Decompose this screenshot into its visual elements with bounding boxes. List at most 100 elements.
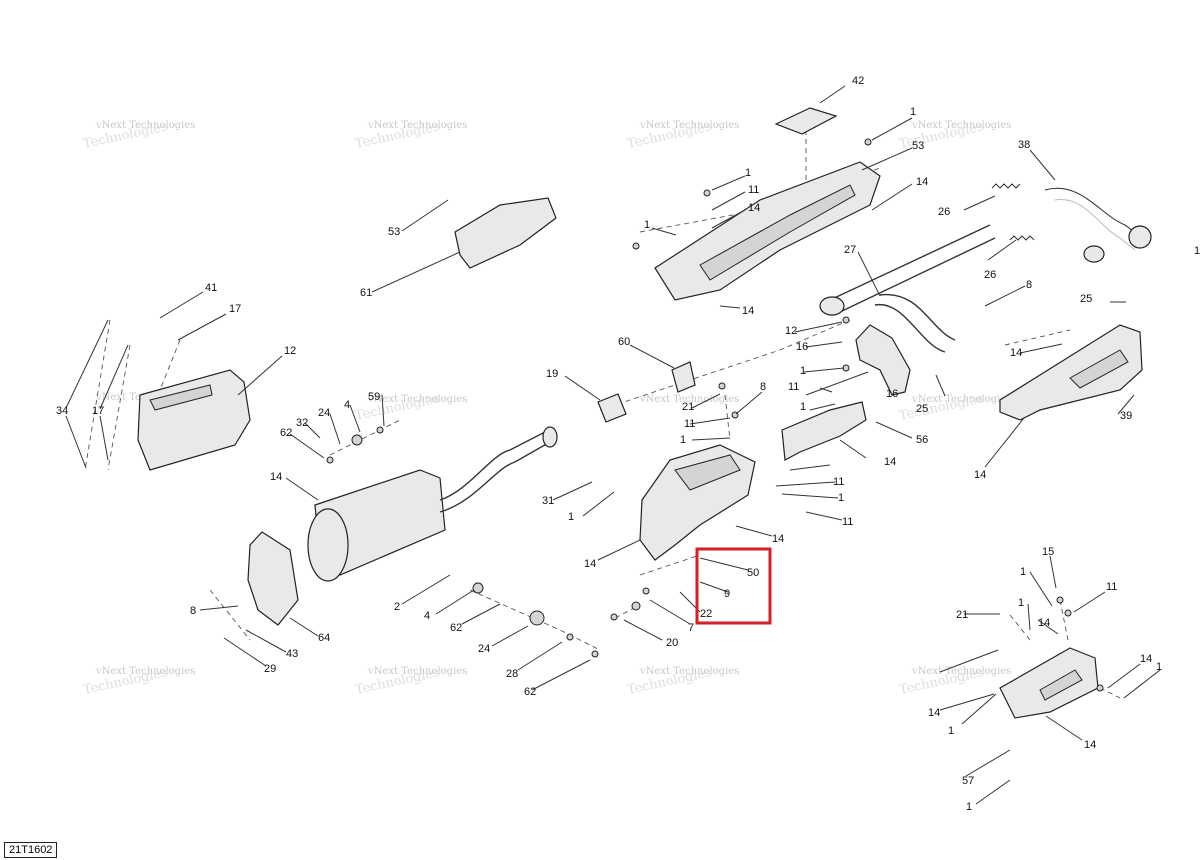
callout-14[interactable]: 56 xyxy=(916,434,928,446)
callout-11[interactable]: 21 xyxy=(682,401,694,413)
callout-14[interactable]: 14 xyxy=(1038,617,1050,629)
callout-1[interactable]: 14 xyxy=(1140,653,1152,665)
callout-1[interactable]: 11 xyxy=(684,418,695,430)
callout-11[interactable]: 1 xyxy=(1020,566,1026,578)
callout-1[interactable]: 14 xyxy=(1010,347,1022,359)
part-38-flange xyxy=(1128,225,1152,249)
callout-16[interactable]: 12 xyxy=(785,325,797,337)
part-50-heat-shield[interactable] xyxy=(639,444,756,561)
callout-64[interactable]: 8 xyxy=(190,605,196,617)
callout-26[interactable]: 26 xyxy=(938,206,950,218)
callout-14[interactable]: 1 xyxy=(948,725,954,737)
callout-14[interactable]: 14 xyxy=(742,305,754,317)
callout-50[interactable]: 14 xyxy=(584,558,596,570)
part-34-heat-shield[interactable] xyxy=(137,369,251,471)
callout-16[interactable]: 1 xyxy=(800,365,806,377)
part-53-mid-pipe[interactable] xyxy=(829,224,996,313)
callout-11[interactable]: 11 xyxy=(748,184,759,196)
assembly-axes xyxy=(84,130,1121,699)
callout-17[interactable]: 41 xyxy=(205,282,217,294)
callout-14[interactable]: 11 xyxy=(842,516,853,528)
part-43-end-cap[interactable] xyxy=(247,531,299,626)
callout-62[interactable]: 4 xyxy=(424,610,430,622)
part-57-heat-shield[interactable] xyxy=(999,647,1099,719)
part-26-spring[interactable] xyxy=(1009,235,1035,241)
callout-42[interactable]: 42 xyxy=(852,75,864,87)
callout-28[interactable]: 24 xyxy=(478,643,490,655)
callout-62[interactable]: 32 xyxy=(296,417,308,429)
callout-12[interactable]: 17 xyxy=(229,303,241,315)
part-19-clamp[interactable] xyxy=(671,361,696,393)
callout-1[interactable]: 31 xyxy=(542,495,554,507)
part-42-plate[interactable] xyxy=(774,107,838,135)
callout-1[interactable]: 21 xyxy=(956,609,968,621)
callout-1[interactable]: 11 xyxy=(833,476,844,488)
part-59-sleeve[interactable] xyxy=(597,393,627,423)
part-60-heat-shield[interactable] xyxy=(999,324,1143,421)
callout-59[interactable]: 19 xyxy=(546,368,558,380)
callout-14[interactable]: 14 xyxy=(916,176,928,188)
callout-41[interactable]: 61 xyxy=(360,287,372,299)
callout-14[interactable]: 25 xyxy=(1080,293,1092,305)
callout-14[interactable]: 1 xyxy=(1018,597,1024,609)
callout-11[interactable]: 1 xyxy=(568,511,574,523)
callout-9[interactable]: 50 xyxy=(747,567,759,579)
callout-27[interactable]: 8 xyxy=(1026,279,1032,291)
callout-1[interactable]: 11 xyxy=(788,381,799,393)
part-27-gasket[interactable] xyxy=(1083,245,1105,263)
callout-8[interactable]: 14 xyxy=(1194,245,1200,257)
callout-2[interactable]: 20 xyxy=(666,637,678,649)
callout-24[interactable]: 62 xyxy=(450,622,462,634)
callout-12[interactable]: 17 xyxy=(92,405,104,417)
callout-57[interactable]: 14 xyxy=(1084,739,1096,751)
callout-25[interactable]: 16 xyxy=(886,388,898,400)
callout-1[interactable]: 15 xyxy=(1042,546,1054,558)
callout-7[interactable]: 22 xyxy=(700,608,712,620)
callout-60[interactable]: 14 xyxy=(974,469,986,481)
callout-53[interactable]: 53 xyxy=(912,140,924,152)
callout-20[interactable]: 7 xyxy=(688,622,694,634)
callout-4[interactable]: 59 xyxy=(368,391,380,403)
callout-19[interactable]: 60 xyxy=(618,336,630,348)
callout-24[interactable]: 4 xyxy=(344,399,350,411)
callout-1[interactable]: 1 xyxy=(644,219,650,231)
callout-1[interactable]: 1 xyxy=(745,167,751,179)
callout-29[interactable]: 43 xyxy=(286,648,298,660)
callout-53[interactable]: 27 xyxy=(844,244,856,256)
callout-38[interactable]: 38 xyxy=(1018,139,1030,151)
callout-14[interactable]: 39 xyxy=(1120,410,1132,422)
callout-25[interactable]: 16 xyxy=(796,341,808,353)
callout-11[interactable]: 1 xyxy=(800,401,806,413)
callout-11[interactable]: 1 xyxy=(838,492,844,504)
watermark: vNext Technologies xyxy=(367,120,467,131)
part-26-spring[interactable] xyxy=(991,183,1021,189)
callout-34[interactable]: 12 xyxy=(284,345,296,357)
part-25-heat-shield[interactable] xyxy=(855,324,911,396)
callout-14[interactable]: 1 xyxy=(1156,661,1162,673)
callout-39[interactable]: 25 xyxy=(916,403,928,415)
callout-4[interactable]: 2 xyxy=(394,601,400,613)
callout-17[interactable]: 34 xyxy=(56,405,68,417)
callout-11[interactable]: 1 xyxy=(680,434,686,446)
callout-14[interactable]: 14 xyxy=(772,533,784,545)
callout-14[interactable]: 1 xyxy=(966,801,972,813)
callout-22[interactable]: 9 xyxy=(724,588,730,600)
part-41-bracket[interactable] xyxy=(454,197,557,269)
callout-31[interactable]: 14 xyxy=(270,471,282,483)
callout-1[interactable]: 1 xyxy=(910,106,916,118)
callout-61[interactable]: 53 xyxy=(388,226,400,238)
callout-21[interactable]: 11 xyxy=(1106,581,1117,593)
callout-43[interactable]: 64 xyxy=(318,632,330,644)
callout-1[interactable]: 57 xyxy=(962,775,974,787)
callout-15[interactable]: 29 xyxy=(264,663,276,675)
callout-8[interactable]: 62 xyxy=(280,427,292,439)
callout-56[interactable]: 14 xyxy=(884,456,896,468)
callout-32[interactable]: 24 xyxy=(318,407,330,419)
callout-8[interactable]: 62 xyxy=(524,686,536,698)
callout-26[interactable]: 26 xyxy=(984,269,996,281)
callout-62[interactable]: 28 xyxy=(506,668,518,680)
part-56-bracket[interactable] xyxy=(781,401,867,461)
callout-1[interactable]: 14 xyxy=(928,707,940,719)
callout-21[interactable]: 8 xyxy=(760,381,766,393)
callout-14[interactable]: 14 xyxy=(748,202,760,214)
